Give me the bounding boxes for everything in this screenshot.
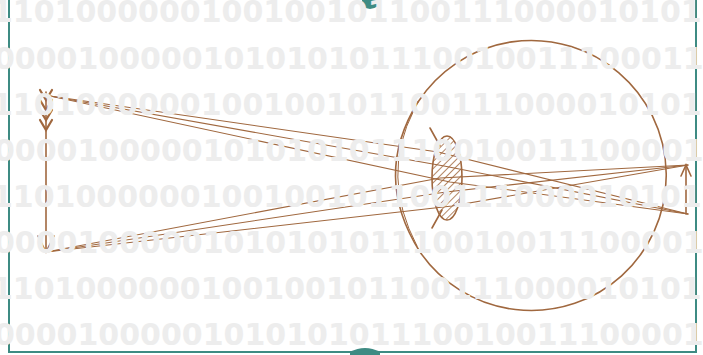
binary-watermark: 00001000001010101011100100111000110101 — [0, 44, 703, 74]
binary-watermark: 1101000000100100101100111000010101010101 — [0, 182, 703, 212]
binary-watermark: 1101000000100100101100111000010101010101 — [0, 274, 703, 304]
binary-watermark: 00001000001010101011100100111000011010 — [0, 228, 703, 258]
binary-watermark: 1101000000100100101100111000010101010101 — [0, 0, 703, 27]
binary-watermark: 1101000000100100101100111000010101010101 — [0, 90, 703, 120]
binary-watermark: 00001000001010101011100100111000011010 — [0, 320, 703, 350]
binary-watermark: 00001000001010101011100100111000011010 — [0, 136, 703, 166]
